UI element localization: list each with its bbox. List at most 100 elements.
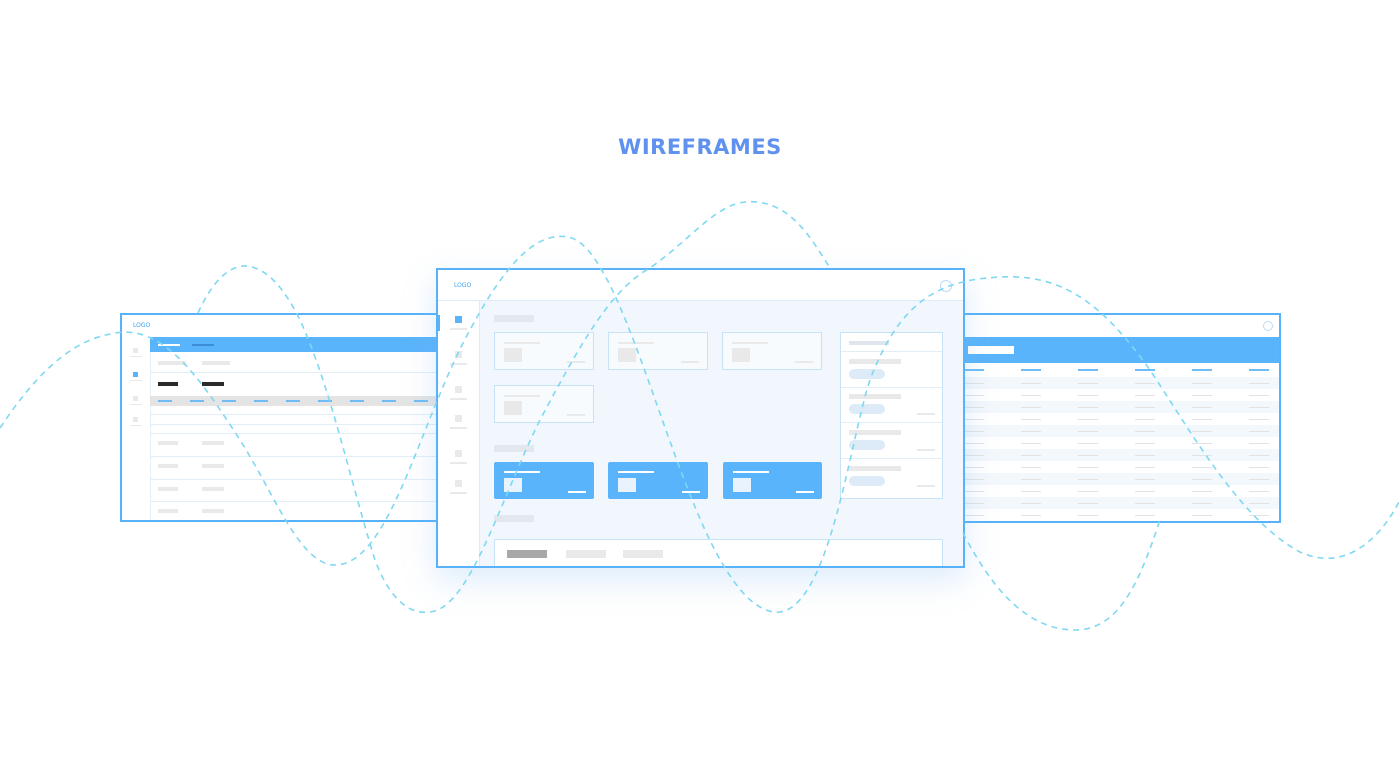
card-meta bbox=[568, 491, 586, 493]
panel-item-tag[interactable] bbox=[849, 404, 885, 414]
card-title bbox=[504, 342, 540, 344]
card-highlighted[interactable] bbox=[494, 462, 594, 499]
header-tab[interactable] bbox=[158, 344, 180, 346]
wave-line bbox=[962, 519, 1161, 631]
tab-panel bbox=[494, 539, 943, 566]
field-value bbox=[202, 382, 224, 386]
card-highlighted[interactable] bbox=[723, 462, 822, 499]
nav-label bbox=[130, 425, 142, 426]
table-row[interactable] bbox=[150, 433, 448, 434]
card-meta bbox=[796, 491, 814, 493]
card-thumbnail bbox=[732, 348, 750, 362]
divider bbox=[841, 422, 942, 423]
subheader-label bbox=[202, 361, 230, 365]
card-meta bbox=[567, 414, 585, 416]
card[interactable] bbox=[608, 332, 708, 370]
divider bbox=[841, 387, 942, 388]
nav-icon[interactable] bbox=[455, 415, 462, 422]
section-heading bbox=[494, 515, 534, 522]
avatar[interactable] bbox=[1263, 321, 1273, 331]
card-title bbox=[732, 342, 768, 344]
tab[interactable] bbox=[623, 550, 663, 558]
nav-label bbox=[130, 380, 142, 381]
nav-icon[interactable] bbox=[455, 351, 462, 358]
card-title bbox=[504, 471, 540, 473]
card-thumbnail bbox=[504, 478, 522, 492]
right-wireframe bbox=[950, 313, 1281, 523]
table-row[interactable] bbox=[150, 456, 448, 457]
nav-label bbox=[130, 404, 142, 405]
nav-label bbox=[450, 328, 467, 330]
card-meta bbox=[681, 361, 699, 363]
table-header-cells bbox=[964, 369, 1279, 371]
divider bbox=[841, 458, 942, 459]
logo: LOGO bbox=[133, 322, 151, 329]
table-row[interactable] bbox=[150, 424, 448, 425]
divider bbox=[150, 372, 448, 373]
cell bbox=[202, 464, 224, 468]
sidebar bbox=[122, 337, 151, 520]
section-heading bbox=[494, 445, 534, 452]
table-header-cells bbox=[158, 400, 448, 402]
card-thumbnail bbox=[618, 478, 636, 492]
panel-item-tag[interactable] bbox=[849, 369, 885, 379]
panel-item-label bbox=[849, 394, 901, 399]
header-title-placeholder bbox=[968, 346, 1014, 354]
panel-item-label bbox=[849, 359, 901, 364]
card-thumbnail bbox=[504, 348, 522, 362]
panel-heading bbox=[849, 341, 889, 345]
tab-active[interactable] bbox=[507, 550, 547, 558]
table-cells bbox=[964, 383, 1279, 521]
side-panel bbox=[840, 332, 943, 499]
header-tab[interactable] bbox=[192, 344, 214, 346]
card-title bbox=[504, 395, 540, 397]
panel-item-meta bbox=[917, 449, 935, 451]
panel-item-tag[interactable] bbox=[849, 440, 885, 450]
nav-icon[interactable] bbox=[455, 450, 462, 457]
left-wireframe: LOGO bbox=[120, 313, 450, 522]
card-title bbox=[618, 471, 654, 473]
cell bbox=[202, 487, 224, 491]
panel-item-meta bbox=[917, 413, 935, 415]
nav-icon[interactable] bbox=[455, 480, 462, 487]
card-title bbox=[733, 471, 769, 473]
center-wireframe: LOGO bbox=[436, 268, 965, 568]
nav-icon-active[interactable] bbox=[133, 372, 138, 377]
card-title bbox=[618, 342, 654, 344]
card-thumbnail bbox=[618, 348, 636, 362]
panel-item-label bbox=[849, 466, 901, 471]
nav-icon[interactable] bbox=[133, 417, 138, 422]
cell bbox=[158, 509, 178, 513]
table-row[interactable] bbox=[150, 414, 448, 415]
table-row[interactable] bbox=[150, 501, 448, 502]
tab[interactable] bbox=[566, 550, 606, 558]
logo: LOGO bbox=[454, 282, 472, 289]
cell bbox=[202, 441, 224, 445]
card-thumbnail bbox=[733, 478, 751, 492]
avatar[interactable] bbox=[940, 280, 952, 292]
nav-icon-active[interactable] bbox=[455, 316, 462, 323]
panel-item-tag[interactable] bbox=[849, 476, 885, 486]
page-title: WIREFRAMES bbox=[618, 135, 782, 159]
card-highlighted[interactable] bbox=[608, 462, 708, 499]
card-meta bbox=[567, 361, 585, 363]
panel-item-label bbox=[849, 430, 901, 435]
content-area bbox=[480, 301, 963, 566]
card[interactable] bbox=[494, 332, 594, 370]
card-thumbnail bbox=[504, 401, 522, 415]
card-meta bbox=[795, 361, 813, 363]
card-meta bbox=[682, 491, 700, 493]
nav-label bbox=[450, 492, 467, 494]
nav-icon[interactable] bbox=[133, 396, 138, 401]
nav-icon[interactable] bbox=[455, 386, 462, 393]
card[interactable] bbox=[494, 385, 594, 423]
sidebar-active-indicator bbox=[438, 315, 440, 331]
card[interactable] bbox=[722, 332, 822, 370]
nav-label bbox=[450, 462, 467, 464]
nav-icon[interactable] bbox=[133, 348, 138, 353]
table-row[interactable] bbox=[150, 479, 448, 480]
cell bbox=[158, 441, 178, 445]
nav-label bbox=[130, 356, 142, 357]
sidebar bbox=[438, 301, 480, 566]
cell bbox=[158, 487, 178, 491]
